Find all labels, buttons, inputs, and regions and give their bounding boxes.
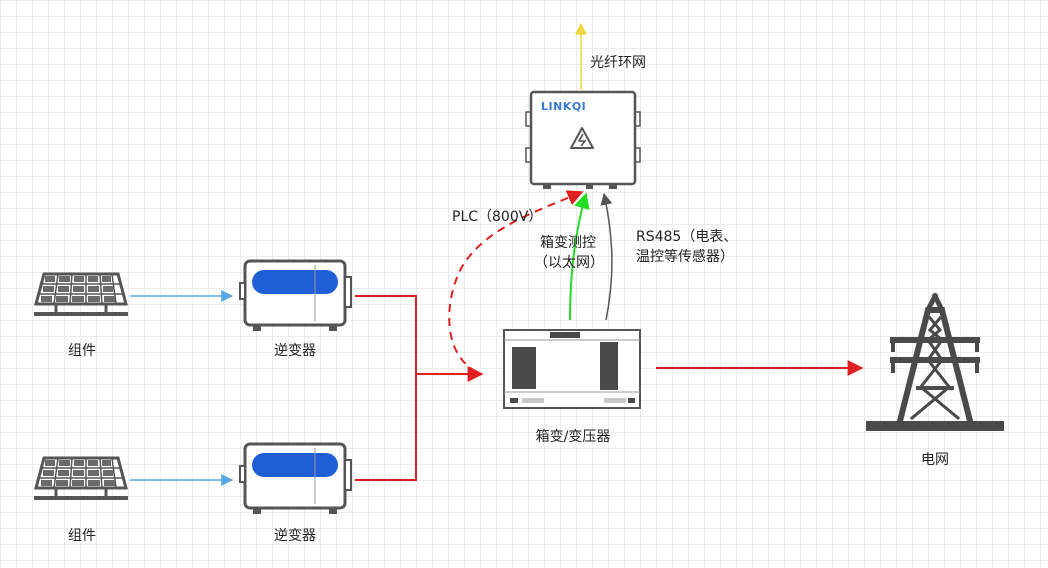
- rs485-line: [600, 192, 613, 321]
- controller-brand: LINKQI: [541, 100, 587, 113]
- inverter-icon: [239, 442, 352, 514]
- fiber-label: 光纤环网: [590, 55, 646, 71]
- panel-bottom-label: 组件: [68, 528, 96, 544]
- ethernet-label-line1: 箱变测控: [540, 235, 596, 251]
- inverter-top-label: 逆变器: [274, 343, 316, 359]
- grid-label: 电网: [921, 452, 949, 468]
- plc-label: PLC（800V）: [452, 209, 543, 225]
- panel-top-label: 组件: [68, 343, 96, 359]
- high-voltage-warning-icon: [570, 127, 594, 149]
- plc-line: [448, 190, 584, 373]
- solar-panel-icon: [34, 456, 128, 500]
- ac-line-bottom: [355, 374, 417, 481]
- ethernet-line: [569, 192, 590, 321]
- box-transformer-icon: [503, 329, 641, 409]
- transformer-label: 箱变/变压器: [535, 429, 611, 445]
- rs485-label-line2: 温控等传感器）: [636, 249, 734, 265]
- inverter-icon: [239, 259, 352, 331]
- inverter-bottom-label: 逆变器: [274, 528, 316, 544]
- ac-line-top: [355, 295, 417, 374]
- ethernet-label-line2: （以太网）: [534, 255, 604, 271]
- transmission-tower-icon: [866, 292, 1004, 431]
- rs485-label-line1: RS485（电表、: [636, 229, 738, 245]
- solar-panel-icon: [34, 272, 128, 316]
